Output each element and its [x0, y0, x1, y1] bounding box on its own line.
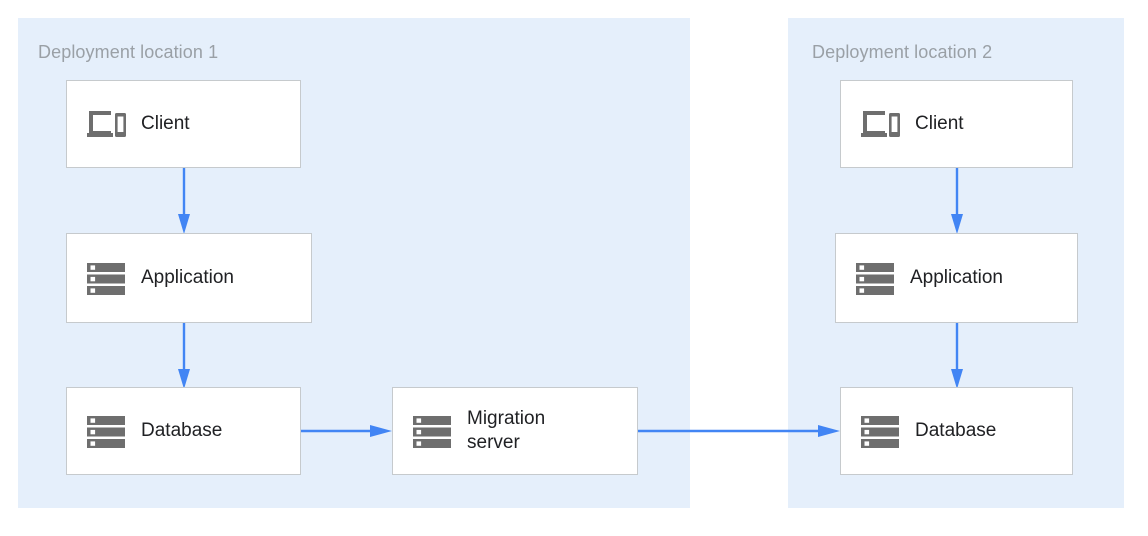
- server-icon: [85, 257, 127, 299]
- node-migration-server[interactable]: Migration server: [392, 387, 638, 475]
- node-label: Application: [910, 267, 1003, 288]
- node-label: Migration server: [467, 408, 546, 453]
- node-client-2[interactable]: Client: [840, 80, 1073, 168]
- node-label: Client: [141, 113, 190, 134]
- devices-icon: [859, 103, 901, 145]
- server-icon: [859, 410, 901, 452]
- zone-title-1: Deployment location 1: [38, 42, 219, 62]
- node-database-1[interactable]: Database: [66, 387, 301, 475]
- node-application-1[interactable]: Application: [66, 233, 312, 323]
- edge-client2-to-app2: [951, 166, 963, 236]
- server-icon: [854, 257, 896, 299]
- node-label: Database: [915, 420, 997, 441]
- node-label: Database: [141, 420, 223, 441]
- node-label: Client: [915, 113, 964, 134]
- node-client-1[interactable]: Client: [66, 80, 301, 168]
- edge-app1-to-db1: [178, 321, 190, 391]
- edge-client1-to-app1: [178, 166, 190, 236]
- edge-app2-to-db2: [951, 321, 963, 391]
- devices-icon: [85, 103, 127, 145]
- server-icon: [411, 410, 453, 452]
- server-icon: [85, 410, 127, 452]
- zone-title-2: Deployment location 2: [812, 42, 993, 62]
- node-database-2[interactable]: Database: [840, 387, 1073, 475]
- edge-migration-to-db2: [638, 425, 840, 437]
- edge-db1-to-migration: [300, 425, 392, 437]
- node-application-2[interactable]: Application: [835, 233, 1078, 323]
- node-label: Application: [141, 267, 234, 288]
